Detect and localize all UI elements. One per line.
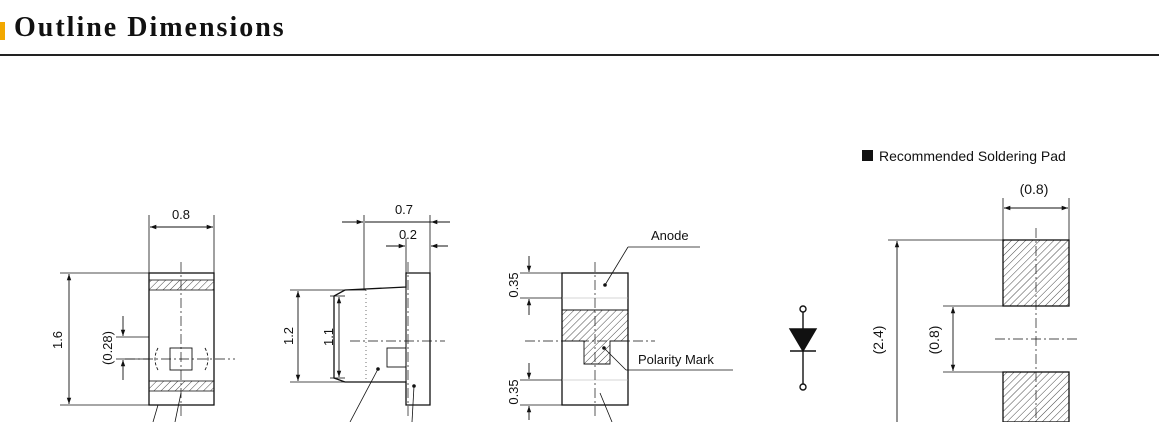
polarity-mark-label: Polarity Mark [638, 352, 714, 367]
header-accent-bar [0, 22, 5, 40]
top-view-lens-offset-label: (0.28) [100, 331, 115, 365]
bottom-view-top-dim-label: 0.35 [506, 272, 521, 297]
side-view-total-width-label: 0.7 [395, 202, 413, 217]
side-view-inner-height-label: 1.1 [321, 328, 336, 346]
side-view [290, 215, 450, 422]
pad-view [888, 198, 1080, 422]
side-view-flange-width-label: 0.2 [399, 227, 417, 242]
legend-label: Recommended Soldering Pad [879, 148, 1066, 164]
anode-label: Anode [651, 228, 689, 243]
top-view [60, 215, 235, 422]
top-view-height-label: 1.6 [50, 331, 65, 349]
header-rule [0, 54, 1159, 56]
section-title: Outline Dimensions [14, 12, 286, 43]
diode-symbol-icon [788, 305, 818, 391]
side-view-chip [386, 347, 407, 368]
section-header: Outline Dimensions [0, 0, 1159, 56]
pad-gap-label: (0.8) [926, 326, 942, 355]
bottom-view-bottom-dim-label: 0.35 [506, 379, 521, 404]
top-view-electrode-top [148, 279, 215, 291]
top-view-electrode-bottom [148, 380, 215, 392]
side-view-body-height-label: 1.2 [281, 327, 296, 345]
legend-square-icon [862, 150, 873, 161]
top-view-width-label: 0.8 [172, 207, 190, 222]
bottom-view [520, 246, 733, 422]
pad-width-label: (0.8) [1020, 181, 1049, 197]
pad-total-length-label: (2.4) [870, 326, 886, 355]
